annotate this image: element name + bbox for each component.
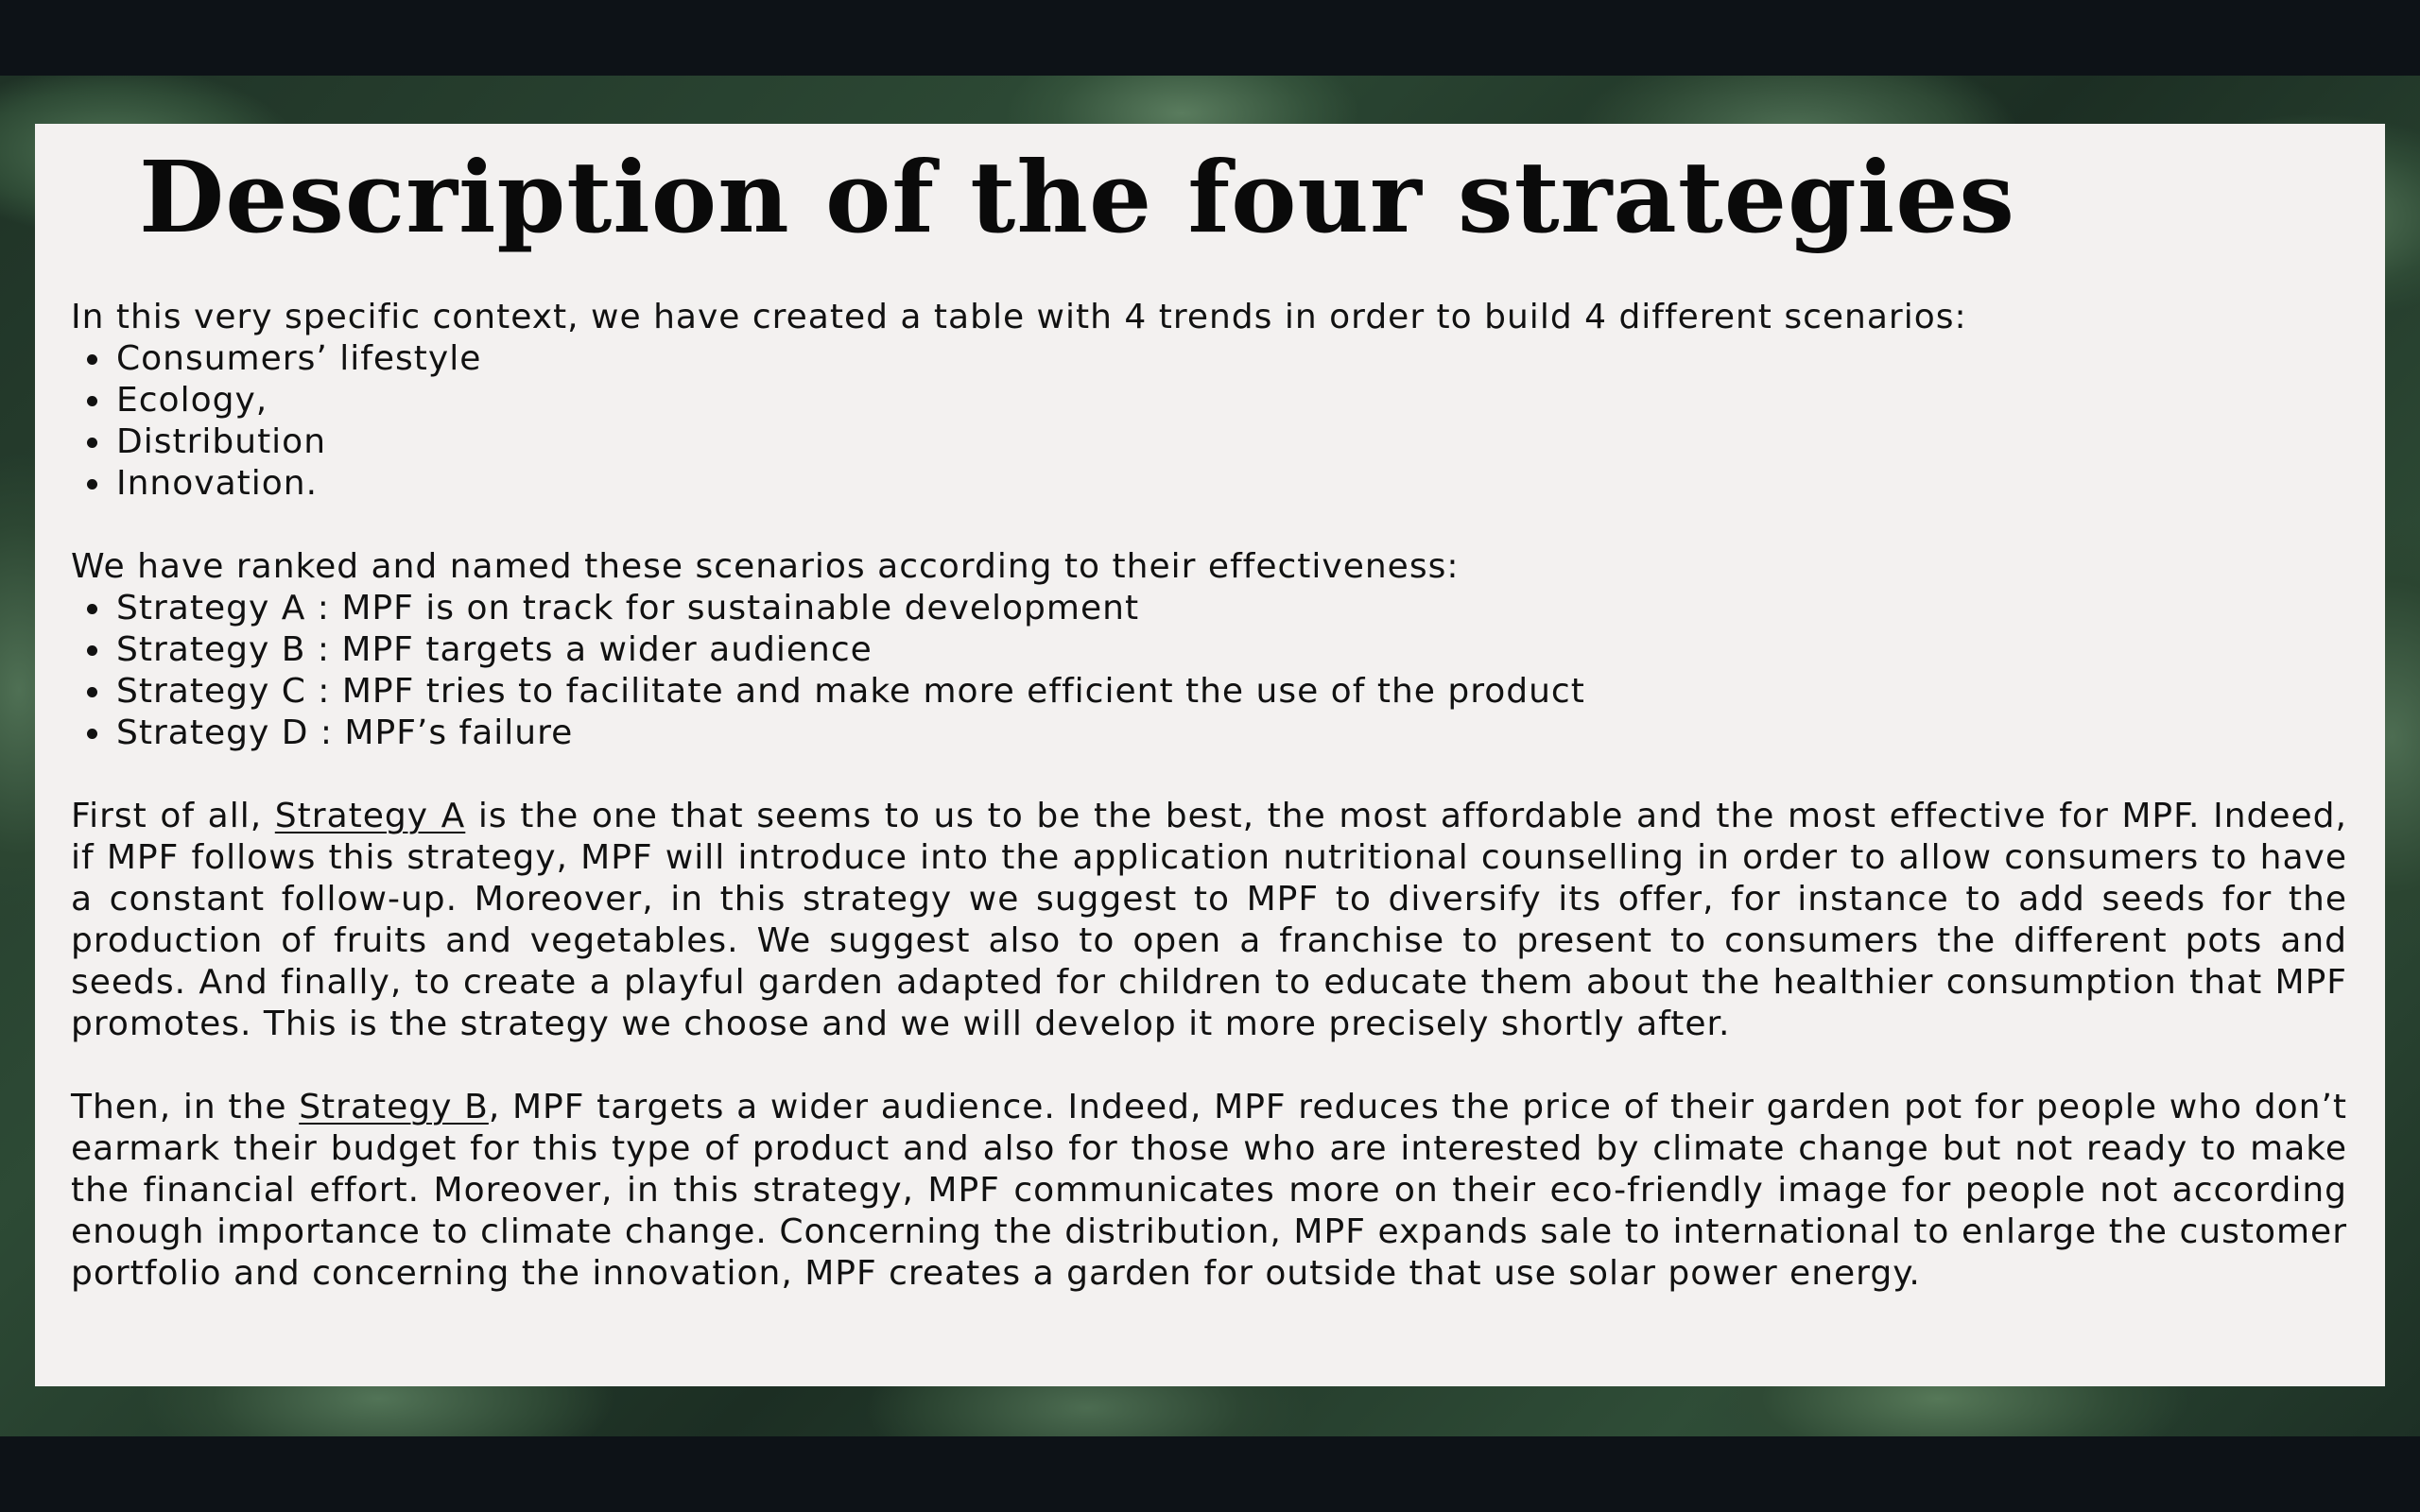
trend-item-distribution: Distribution [71, 421, 2347, 463]
strategy-b-paragraph: Then, in the Strategy B, MPF targets a w… [71, 1087, 2347, 1295]
spacer [71, 505, 2347, 546]
trend-item-innovation: Innovation. [71, 463, 2347, 505]
slide-title: Description of the four strategies [139, 139, 2015, 255]
strategy-item-b: Strategy B : MPF targets a wider audienc… [71, 629, 2347, 671]
strategy-a-body: is the one that seems to us to be the be… [71, 797, 2347, 1043]
intro-text: In this very specific context, we have c… [71, 298, 1967, 336]
strategy-item-c: Strategy C : MPF tries to facilitate and… [71, 671, 2347, 713]
trend-list: Consumers’ lifestyle Ecology, Distributi… [71, 338, 2347, 505]
ranking-text: We have ranked and named these scenarios… [71, 547, 1460, 586]
trend-item-lifestyle: Consumers’ lifestyle [71, 338, 2347, 380]
strategy-b-body: , MPF targets a wider audience. Indeed, … [71, 1088, 2348, 1293]
strategy-list: Strategy A : MPF is on track for sustain… [71, 588, 2347, 754]
trend-item-ecology: Ecology, [71, 380, 2347, 421]
strategy-a-lead: First of all, [71, 797, 275, 835]
strategy-b-link[interactable]: Strategy B [299, 1088, 489, 1126]
strategy-item-d: Strategy D : MPF’s failure [71, 713, 2347, 754]
spacer [71, 754, 2347, 796]
content-card: Description of the four strategies In th… [35, 124, 2385, 1386]
strategy-b-lead: Then, in the [71, 1088, 300, 1126]
slide-body: In this very specific context, we have c… [71, 297, 2347, 1295]
strategy-a-paragraph: First of all, Strategy A is the one that… [71, 796, 2347, 1045]
spacer [71, 1045, 2347, 1087]
strategy-item-a: Strategy A : MPF is on track for sustain… [71, 588, 2347, 629]
strategy-a-link[interactable]: Strategy A [274, 797, 466, 835]
